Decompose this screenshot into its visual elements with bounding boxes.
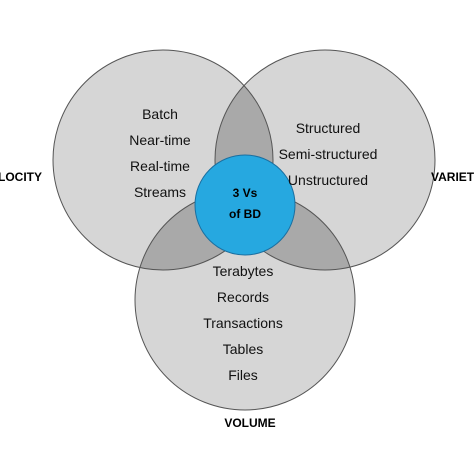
velocity-outline <box>52 49 274 271</box>
center-circle <box>194 154 296 256</box>
volume-title: VOLUME <box>224 416 275 430</box>
velocity-volume-overlap <box>135 190 273 270</box>
volume-item: Tables <box>223 341 263 357</box>
velocity-item: Near-time <box>129 132 191 148</box>
center-label-line2: of BD <box>229 207 261 221</box>
variety-outline <box>214 49 436 271</box>
volume-item: Transactions <box>203 315 283 331</box>
variety-volume-overlap <box>215 190 355 270</box>
center-label-line1: 3 Vs <box>233 186 258 200</box>
variety-item: Semi-structured <box>279 146 378 162</box>
velocity-item: Real-time <box>130 158 190 174</box>
volume-item: Terabytes <box>213 263 274 279</box>
velocity-item: Streams <box>134 184 186 200</box>
variety-title: VARIETY <box>431 170 474 184</box>
velocity-title: VELOCITY <box>0 170 42 184</box>
volume-item: Files <box>228 367 258 383</box>
velocity-item: Batch <box>142 106 178 122</box>
variety-item: Structured <box>296 120 361 136</box>
volume-item: Records <box>217 289 269 305</box>
variety-item: Unstructured <box>288 172 368 188</box>
